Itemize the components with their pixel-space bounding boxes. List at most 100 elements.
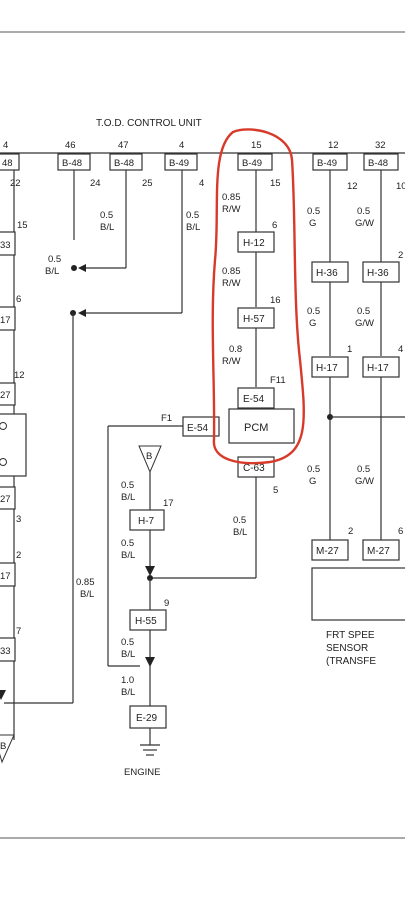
wire-size: 1.0: [121, 675, 134, 686]
pin-number: 4: [398, 344, 403, 355]
connector-box: [362, 539, 400, 561]
pin-number: 7: [16, 626, 21, 637]
pin-number: 9: [164, 598, 169, 609]
wire-color: B/L: [121, 492, 135, 503]
connector-label: 33: [0, 646, 11, 657]
connector-box: [129, 609, 167, 631]
connector-label: 17: [0, 571, 11, 582]
pin-number: 4: [199, 178, 204, 189]
connector-box: [311, 539, 349, 561]
connector-label: 48: [2, 158, 13, 169]
arrow-head: [78, 309, 86, 317]
connector-box: [0, 637, 16, 662]
pin-number: 2: [398, 250, 403, 261]
pin-number: 10: [396, 181, 405, 192]
connector-label: M-27: [367, 546, 390, 557]
connector-box: [237, 387, 275, 409]
pin-number: 47: [118, 140, 129, 151]
pin-number: 25: [142, 178, 153, 189]
pin-number: 22: [10, 178, 21, 189]
connector-label: H-17: [316, 363, 338, 374]
pin-number: 5: [273, 485, 278, 496]
pin-number: 2: [348, 526, 353, 537]
arrow-head: [145, 566, 155, 576]
pin-number: 46: [65, 140, 76, 151]
pin-number: 12: [347, 181, 358, 192]
connector-box: [129, 705, 167, 729]
pin-number: 17: [163, 498, 174, 509]
ground-triangle: [138, 445, 162, 474]
wire-size: 0.85: [222, 266, 241, 277]
connector-label: B-49: [242, 158, 262, 169]
connector-box: [0, 382, 16, 406]
connector-box: [164, 153, 198, 171]
wire-color: R/W: [222, 356, 241, 367]
pin-number: F1: [161, 413, 172, 424]
connector-label: H-57: [243, 314, 265, 325]
pin-number: 15: [270, 178, 281, 189]
pcm-label: PCM: [244, 422, 268, 434]
wire-size: 0.5: [121, 637, 134, 648]
connector-box: [129, 509, 165, 531]
connector-box: [0, 231, 16, 256]
pin-number: 32: [375, 140, 386, 151]
control-unit-title: T.O.D. CONTROL UNIT: [96, 118, 202, 129]
connector-label: C-63: [243, 463, 265, 474]
pin-number: 6: [16, 294, 21, 305]
wire-size: 0.5: [307, 306, 320, 317]
terminal-circle: [0, 458, 7, 466]
wire-color: B/L: [233, 527, 247, 538]
wire-color: G: [309, 218, 316, 229]
pin-number: 4: [3, 140, 8, 151]
wire-color: B/L: [45, 266, 59, 277]
ground-triangle: [0, 734, 15, 764]
connector-label: H-36: [316, 268, 338, 279]
connector-label: E-54: [187, 423, 209, 434]
wire-size: 0.5: [357, 206, 370, 217]
connector-label: B-48: [368, 158, 388, 169]
wire-color: G/W: [355, 476, 374, 487]
wire-size: 0.5: [357, 306, 370, 317]
connector-label: 27: [0, 390, 11, 401]
wire-size: 0.5: [121, 538, 134, 549]
wire-size: 0.5: [357, 464, 370, 475]
pcm-box: [228, 408, 295, 444]
connector-label: B-49: [169, 158, 189, 169]
engine-label: ENGINE: [124, 767, 160, 778]
wire-size: 0.8: [229, 344, 242, 355]
connector-box: [237, 153, 273, 171]
pin-number: 3: [16, 514, 21, 525]
connector-box: [0, 486, 16, 510]
wire-size: 0.5: [121, 480, 134, 491]
sensor-label: FRT SPEE: [326, 630, 375, 641]
wire-color: B/L: [121, 550, 135, 561]
connector-label: E-29: [136, 713, 158, 724]
pin-number: 4: [179, 140, 184, 151]
sensor-label: SENSOR: [326, 643, 368, 654]
pin-number: 1: [347, 344, 352, 355]
wire-color: R/W: [222, 204, 241, 215]
sensor-label: (TRANSFE: [326, 656, 376, 667]
arrow-head: [0, 690, 6, 700]
connector-label: H-7: [138, 516, 155, 527]
wire-color: G: [309, 476, 316, 487]
wire-color: G/W: [355, 218, 374, 229]
wire-color: G: [309, 318, 316, 329]
connector-label: H-55: [135, 616, 157, 627]
wire-color: B/L: [80, 589, 94, 600]
wire-color: R/W: [222, 278, 241, 289]
pin-number: 6: [272, 220, 277, 231]
connector-label: B-49: [317, 158, 337, 169]
wire-size: 0.5: [48, 254, 61, 265]
arrow-head: [145, 657, 155, 667]
triangle-label: B: [0, 741, 6, 752]
pin-number: 24: [90, 178, 101, 189]
connector-label: E-54: [243, 394, 265, 405]
connector-label: H-17: [367, 363, 389, 374]
arrow-head: [78, 264, 86, 272]
connector-box: [0, 562, 16, 587]
connector-box: [0, 306, 16, 331]
connector-label: M-27: [316, 546, 339, 557]
splice-dot: [71, 265, 77, 271]
